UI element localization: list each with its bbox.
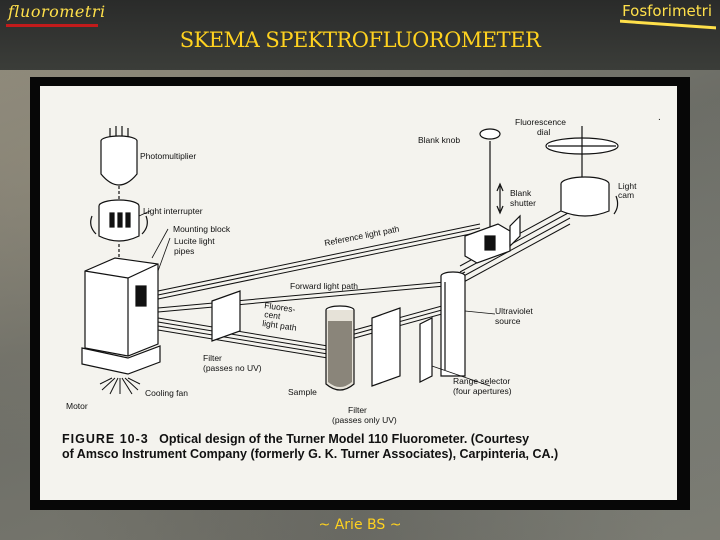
figure-caption: FIGURE 10-3 Optical design of the Turner… bbox=[62, 432, 672, 462]
label-filter-uv-1: Filter bbox=[348, 405, 367, 415]
sample-cuvette bbox=[325, 305, 355, 391]
caption-line-2: of Amsco Instrument Company (formerly G.… bbox=[62, 447, 559, 461]
caption-line-1: FIGURE 10-3 Optical design of the Turner… bbox=[62, 432, 672, 447]
label-lucite-1: Lucite light bbox=[174, 236, 215, 246]
label-fluorescent-2: cent bbox=[264, 309, 282, 321]
page-title: SKEMA SPEKTROFLUOROMETER bbox=[179, 28, 541, 52]
fluorometer-diagram: Photomultiplier Light interrupter Mounti… bbox=[66, 112, 661, 425]
label-range-selector-2: (four apertures) bbox=[453, 386, 512, 396]
forward-light-path bbox=[157, 271, 466, 313]
label-blank-shutter-2: shutter bbox=[510, 198, 536, 208]
label-light-cam-2: cam bbox=[618, 190, 634, 200]
label-filter-no-uv-2: (passes no UV) bbox=[203, 363, 262, 373]
light-cam bbox=[560, 176, 619, 217]
label-uv-source-1: Ultraviolet bbox=[495, 306, 533, 316]
blank-shutter-assembly bbox=[464, 128, 521, 264]
brand-left-underline bbox=[6, 24, 98, 27]
label-cooling-fan: Cooling fan bbox=[145, 388, 188, 398]
label-range-selector-1: Range selector bbox=[453, 376, 510, 386]
caption-figure-number: FIGURE 10-3 bbox=[62, 432, 149, 446]
label-reference-path: Reference light path bbox=[323, 224, 400, 248]
brand-right: Fosforimetri bbox=[622, 2, 712, 20]
label-fluorescence-1: Fluorescence bbox=[515, 117, 566, 127]
fluorescent-light-path bbox=[157, 317, 341, 361]
label-light-cam-1: Light bbox=[618, 181, 637, 191]
label-sample: Sample bbox=[288, 387, 317, 397]
label-mounting-block: Mounting block bbox=[173, 224, 231, 234]
label-lucite-2: pipes bbox=[174, 246, 194, 256]
label-filter-uv-2: (passes only UV) bbox=[332, 415, 397, 425]
light-interrupter bbox=[90, 199, 148, 242]
footer-author: ~ Arie BS ~ bbox=[318, 517, 402, 533]
label-light-interrupter: Light interrupter bbox=[143, 206, 203, 216]
label-blank-knob: Blank knob bbox=[418, 135, 460, 145]
range-selector bbox=[419, 317, 433, 383]
label-fluorescence-2: dial bbox=[537, 127, 550, 137]
mounting-block bbox=[81, 257, 161, 375]
label-filter-no-uv-1: Filter bbox=[203, 353, 222, 363]
reference-light-path bbox=[157, 223, 481, 300]
filter-uv-only bbox=[371, 307, 401, 387]
label-fluorescent-3: light path bbox=[262, 318, 298, 333]
header-band bbox=[0, 0, 720, 70]
label-forward-path: Forward light path bbox=[290, 281, 358, 291]
photomultiplier-tube bbox=[100, 126, 138, 204]
label-photomultiplier: Photomultiplier bbox=[140, 151, 196, 161]
uv-source-lamp bbox=[440, 271, 466, 377]
label-fluorescent-1: Fluores- bbox=[264, 300, 296, 314]
filter-no-uv bbox=[211, 290, 241, 342]
label-uv-source-2: source bbox=[495, 316, 521, 326]
cooling-fan bbox=[99, 377, 141, 395]
corner-mark: . bbox=[658, 112, 661, 123]
caption-line-1-text: Optical design of the Turner Model 110 F… bbox=[159, 432, 530, 446]
label-motor: Motor bbox=[66, 401, 88, 411]
label-blank-shutter-1: Blank bbox=[510, 188, 532, 198]
brand-left: fluorometri bbox=[8, 2, 106, 21]
